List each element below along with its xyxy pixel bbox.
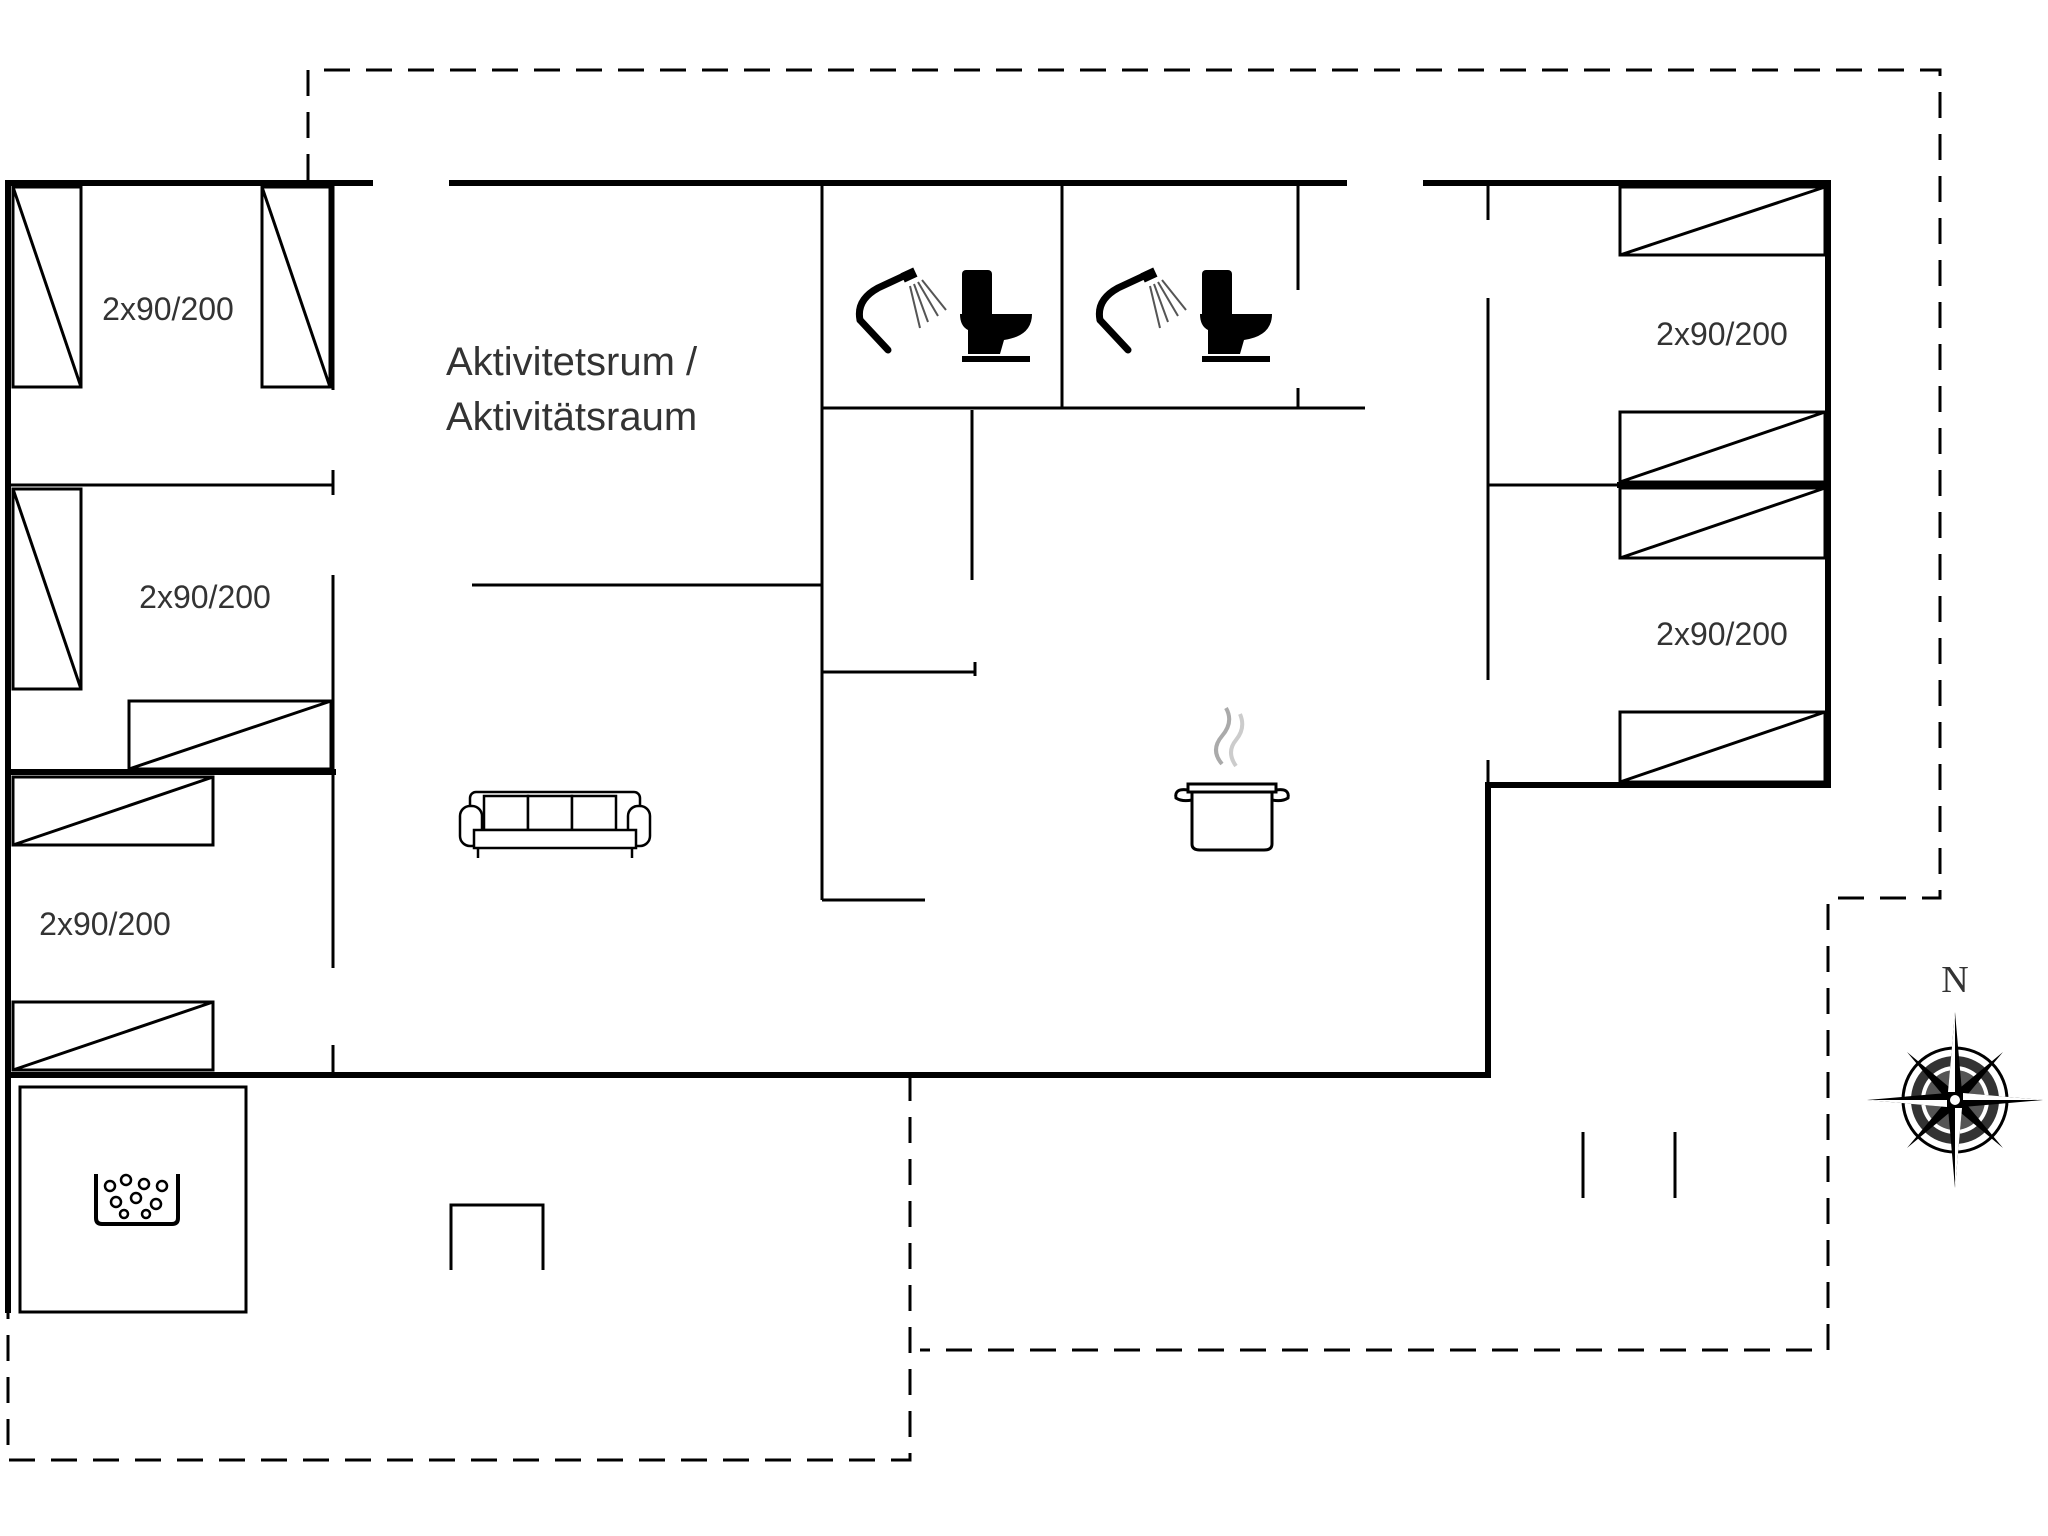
- bedroom-e-label: 2x90/200: [1656, 616, 1788, 652]
- hot-tub: [18, 1085, 248, 1314]
- toilet-icon: [1200, 270, 1272, 362]
- activity-room-label-line1: Aktivitetsrum /: [446, 340, 698, 384]
- outdoor-table: [449, 1203, 545, 1270]
- interior-walls: [5, 183, 1831, 1075]
- bedroom-sw-label: 2x90/200: [39, 906, 171, 942]
- shower-icon: [855, 267, 947, 354]
- outdoor-posts: [1581, 1132, 1677, 1198]
- bedroom-ne-label: 2x90/200: [1656, 316, 1788, 352]
- bedroom-nw-label: 2x90/200: [102, 291, 234, 327]
- toilet-icon: [960, 270, 1032, 362]
- activity-room-label-line2: Aktivitätsraum: [446, 395, 697, 439]
- cooking-pot-icon: [1174, 707, 1290, 852]
- terrace-outline: [6, 68, 1942, 1462]
- compass-rose-icon: [1867, 1012, 2043, 1188]
- hot-tub-icon: [94, 1173, 180, 1226]
- compass-north-label: N: [1941, 959, 1968, 1001]
- shower-icon: [1095, 267, 1187, 354]
- sofa-icon: [458, 790, 652, 858]
- bedroom-w-label: 2x90/200: [139, 579, 271, 615]
- beds: [11, 185, 1827, 1072]
